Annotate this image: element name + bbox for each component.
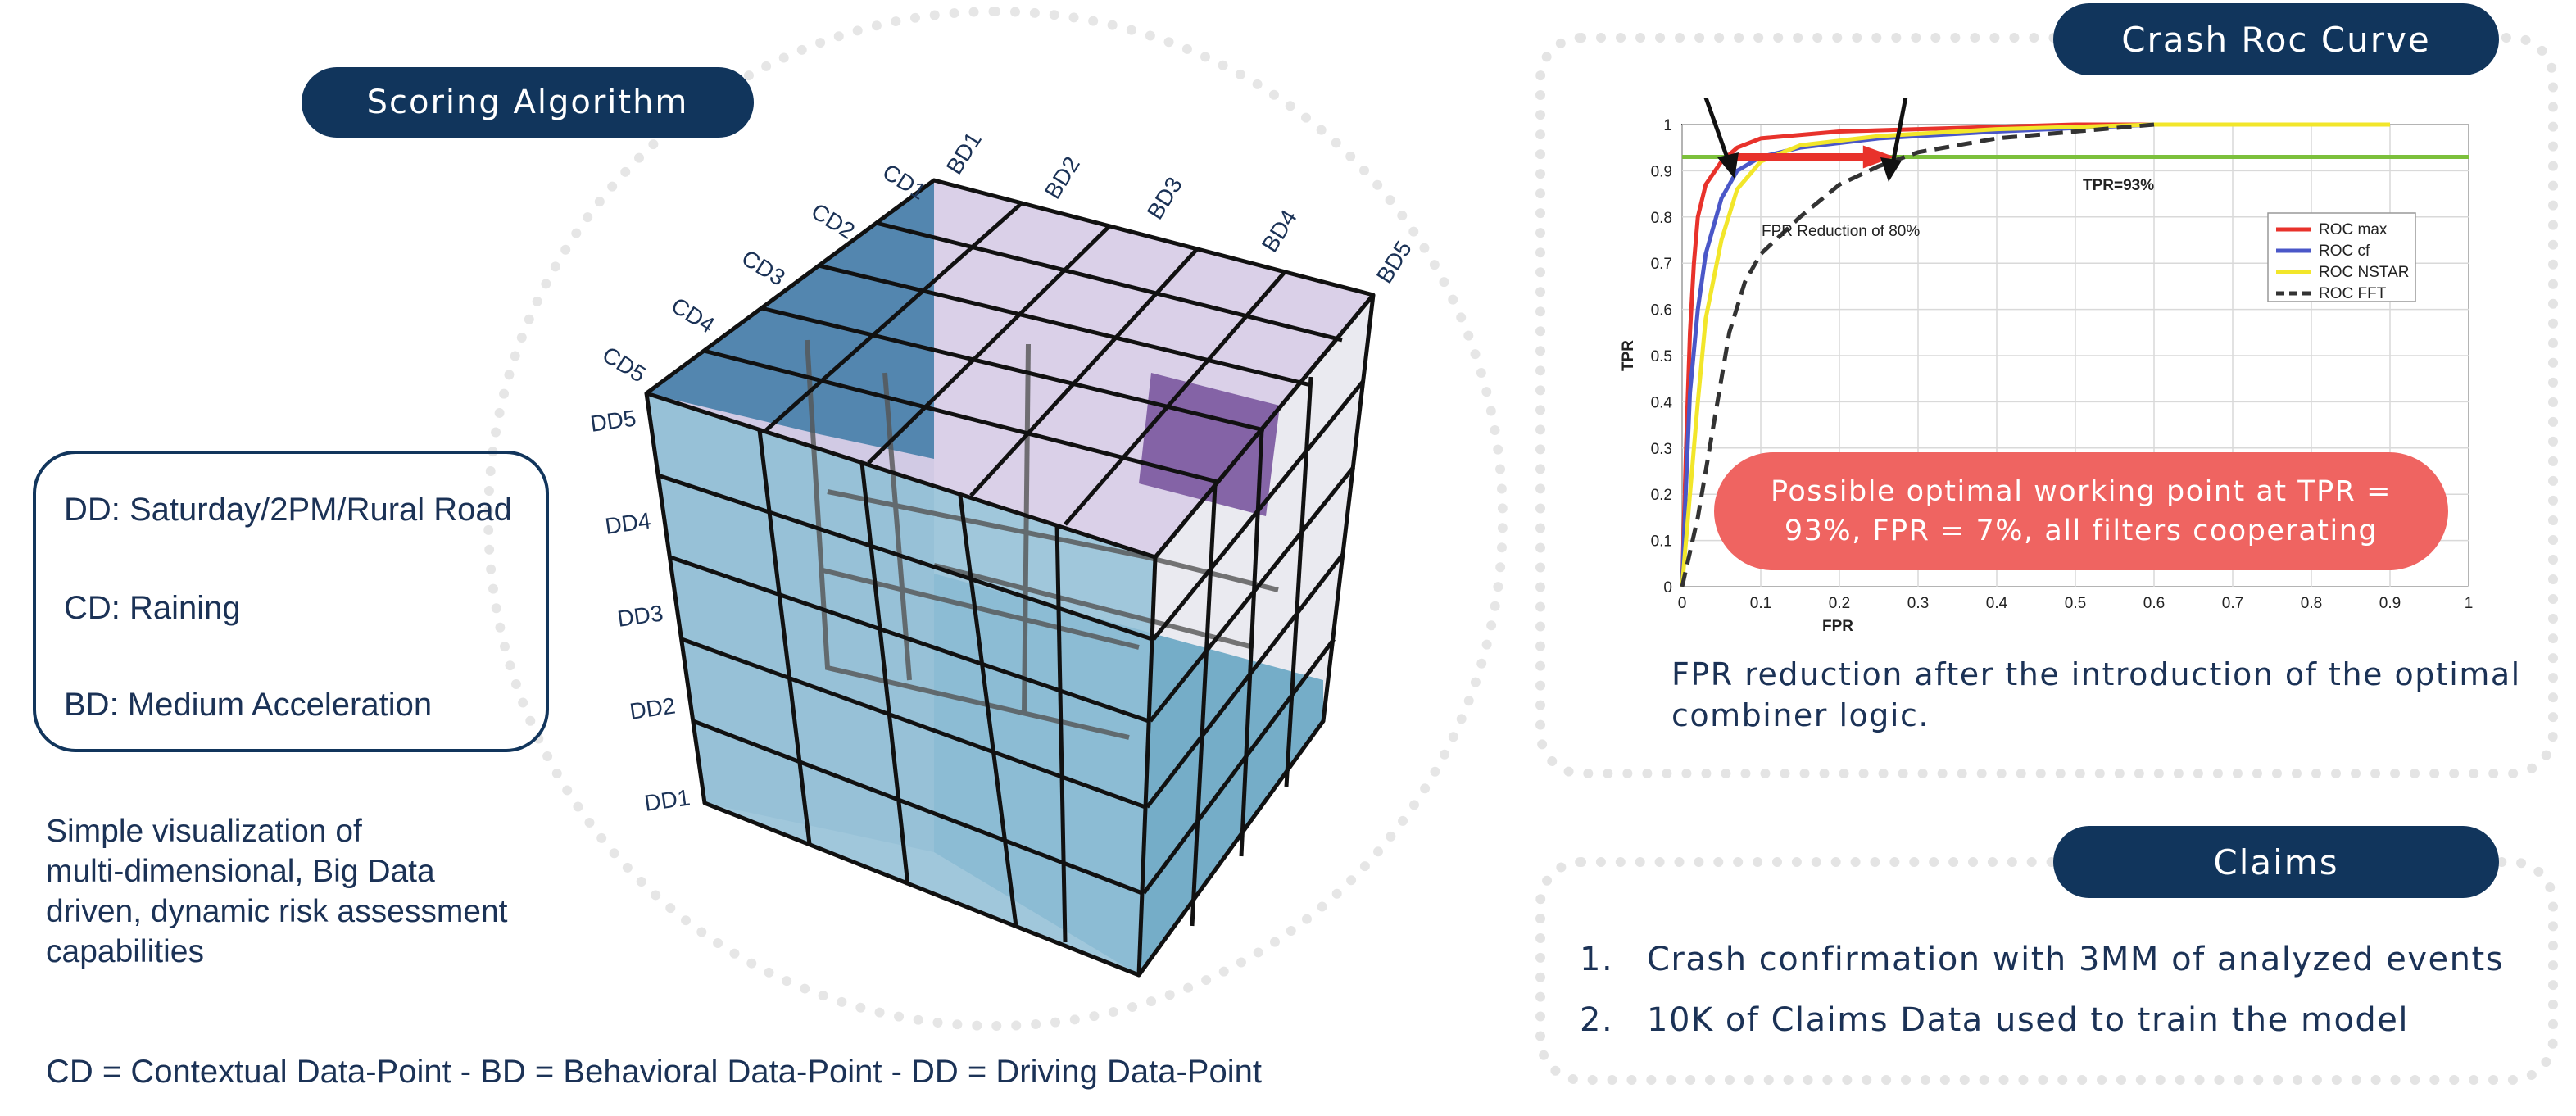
cube-label-bd2: BD2 bbox=[1040, 152, 1085, 204]
roc-x-axis-label: FPR bbox=[1822, 618, 1853, 635]
claims-item-text: Crash confirmation with 3MM of analyzed … bbox=[1647, 941, 2505, 978]
scoring-footnote: CD = Contextual Data-Point - BD = Behavi… bbox=[46, 1054, 1262, 1090]
roc-x-tick-label: 1 bbox=[2465, 595, 2474, 612]
description-line: capabilities bbox=[46, 934, 204, 969]
roc-pointer-arrowhead-left bbox=[1717, 152, 1739, 179]
roc-y-tick-label: 0.6 bbox=[1651, 302, 1672, 320]
roc-pointer-arrow-left bbox=[1703, 98, 1731, 163]
roc-y-axis-label: TPR bbox=[1620, 340, 1637, 371]
roc-y-tick-label: 0.4 bbox=[1651, 394, 1673, 411]
cube-label-bd1: BD1 bbox=[941, 128, 986, 179]
cube-label-cd3: CD3 bbox=[737, 245, 790, 291]
scoring-description: Simple visualization of multi-dimensiona… bbox=[46, 811, 508, 972]
cube-label-cd5: CD5 bbox=[598, 342, 651, 388]
roc-y-tick-label: 0.9 bbox=[1651, 163, 1672, 180]
claims-item-number: 2. bbox=[1580, 1001, 1614, 1039]
cube-label-bd3: BD3 bbox=[1142, 173, 1187, 225]
roc-legend-entry: ROC cf bbox=[2319, 243, 2370, 260]
roc-y-tick-label: 1 bbox=[1663, 117, 1672, 134]
roc-series-line bbox=[1680, 122, 2390, 587]
roc-caption: FPR reduction after the introduction of … bbox=[1671, 654, 2521, 736]
roc-series-line bbox=[1680, 122, 2390, 587]
cube-label-bd5: BD5 bbox=[1372, 237, 1417, 288]
claims-title: Claims bbox=[2053, 826, 2499, 898]
roc-tpr-annotation: TPR=93% bbox=[2083, 177, 2154, 194]
roc-y-tick-label: 0.8 bbox=[1651, 210, 1672, 227]
roc-reduction-arrowhead bbox=[1862, 145, 1895, 169]
claims-item-number: 1. bbox=[1580, 941, 1614, 978]
cube-label-bd4: BD4 bbox=[1257, 206, 1302, 257]
cube-label-cd2: CD2 bbox=[807, 198, 859, 244]
roc-x-tick-label: 0.4 bbox=[1986, 595, 2008, 612]
scoring-algorithm-title: Scoring Algorithm bbox=[302, 67, 754, 138]
callout-line: 93%, FPR = 7%, all filters cooperating bbox=[1784, 515, 2379, 547]
crash-roc-curve-title: Crash Roc Curve bbox=[2053, 3, 2499, 75]
roc-x-tick-label: 0.5 bbox=[2065, 595, 2086, 612]
roc-x-tick-label: 0.1 bbox=[1750, 595, 1771, 612]
roc-x-tick-label: 0.8 bbox=[2301, 595, 2322, 612]
roc-pointer-arrow-right bbox=[1890, 98, 1908, 165]
roc-series-line bbox=[1680, 122, 2155, 587]
cube-label-cd4: CD4 bbox=[667, 293, 719, 338]
roc-y-tick-label: 0.1 bbox=[1651, 533, 1672, 551]
legend-cd-line: CD: Raining bbox=[64, 590, 241, 626]
description-line: driven, dynamic risk assessment bbox=[46, 894, 508, 929]
callout-line: Possible optimal working point at TPR = bbox=[1771, 475, 2392, 508]
roc-y-tick-label: 0.2 bbox=[1651, 487, 1672, 504]
roc-x-tick-label: 0.7 bbox=[2222, 595, 2243, 612]
claims-item-text: 10K of Claims Data used to train the mod… bbox=[1647, 1001, 2410, 1039]
data-point-legend-box: DD: Saturday/2PM/Rural Road CD: Raining … bbox=[33, 451, 549, 752]
roc-x-tick-label: 0.9 bbox=[2379, 595, 2401, 612]
roc-legend-entry: ROC NSTAR bbox=[2319, 264, 2409, 281]
data-cube-diagram: CD1 CD2 CD3 CD4 CD5 BD1 BD2 BD3 BD4 BD5 … bbox=[589, 128, 1417, 978]
description-line: multi-dimensional, Big Data bbox=[46, 854, 435, 889]
cube-label-dd2: DD2 bbox=[628, 692, 678, 724]
roc-y-tick-label: 0.7 bbox=[1651, 256, 1672, 273]
legend-dd-line: DD: Saturday/2PM/Rural Road bbox=[64, 492, 512, 528]
description-line: Simple visualization of bbox=[46, 814, 362, 849]
roc-optimal-point-callout: Possible optimal working point at TPR = … bbox=[1714, 452, 2448, 570]
cube-label-dd5: DD5 bbox=[589, 405, 638, 436]
roc-y-tick-label: 0.5 bbox=[1651, 348, 1672, 365]
roc-legend-entry: ROC FFT bbox=[2319, 285, 2387, 302]
cube-label-dd1: DD1 bbox=[643, 784, 692, 815]
caption-line: FPR reduction after the introduction of … bbox=[1671, 656, 2521, 692]
roc-x-tick-label: 0.3 bbox=[1907, 595, 1929, 612]
cube-grid-lines bbox=[644, 178, 1376, 978]
roc-y-tick-label: 0.3 bbox=[1651, 441, 1672, 458]
roc-x-tick-label: 0 bbox=[1678, 595, 1687, 612]
roc-x-tick-label: 0.2 bbox=[1829, 595, 1850, 612]
roc-y-tick-label: 0 bbox=[1663, 579, 1672, 597]
cube-label-dd4: DD4 bbox=[604, 507, 653, 538]
roc-fpr-reduction-annotation: FPR Reduction of 80% bbox=[1762, 223, 1920, 240]
cube-label-dd3: DD3 bbox=[616, 600, 665, 631]
caption-line: combiner logic. bbox=[1671, 697, 1930, 733]
roc-pointer-arrowhead-right bbox=[1880, 157, 1902, 182]
roc-x-tick-label: 0.6 bbox=[2143, 595, 2165, 612]
roc-legend-entry: ROC max bbox=[2319, 221, 2388, 238]
legend-bd-line: BD: Medium Acceleration bbox=[64, 687, 433, 723]
